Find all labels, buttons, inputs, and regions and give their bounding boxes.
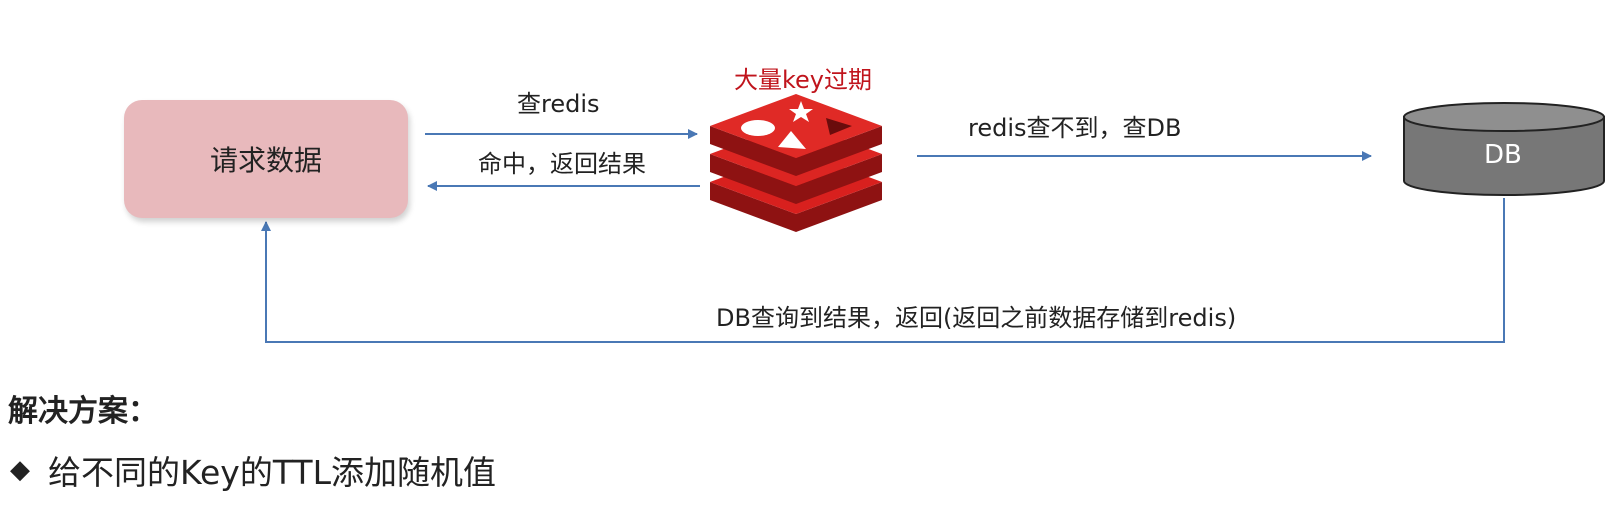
- redis-caption: 大量key过期: [734, 66, 873, 94]
- edge-label-db-return: DB查询到结果，返回(返回之前数据存储到redis): [716, 304, 1237, 332]
- solution-heading: 解决方案：: [8, 394, 158, 429]
- solution-item-text: 给不同的Key的TTL添加随机值: [48, 453, 496, 492]
- redis-logo-icon: [710, 94, 882, 232]
- db-label: DB: [1484, 140, 1522, 170]
- request-data-label: 请求数据: [209, 144, 322, 177]
- db-cylinder-icon: [1403, 102, 1605, 196]
- request-data-node: 请求数据: [124, 100, 408, 218]
- solution-item: ◆ 给不同的Key的TTL添加随机值: [10, 446, 496, 494]
- edge-label-hit-return: 命中，返回结果: [478, 150, 646, 178]
- edge-label-miss-query-db: redis查不到，查DB: [968, 114, 1182, 142]
- diamond-bullet-icon: ◆: [10, 455, 30, 485]
- edge-label-query-redis: 查redis: [517, 90, 600, 118]
- arrow-db-return: [261, 198, 1505, 343]
